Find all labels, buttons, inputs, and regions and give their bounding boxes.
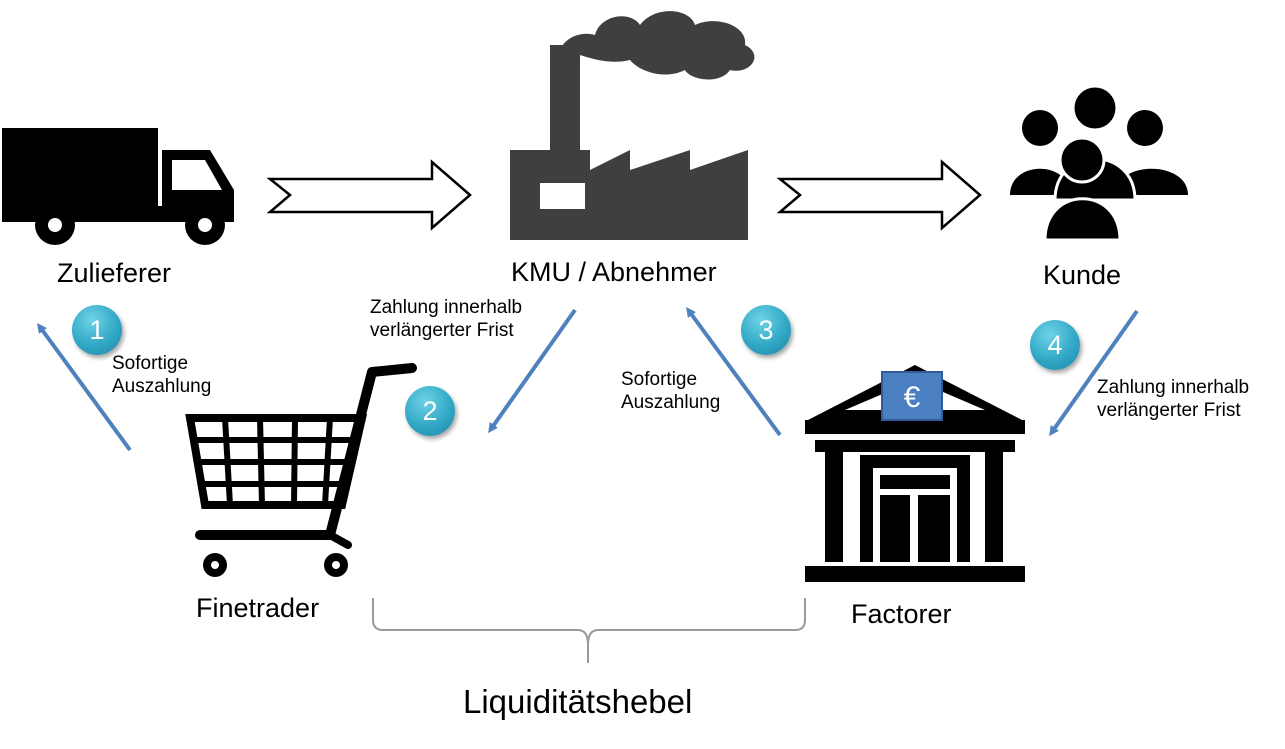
euro-symbol: € xyxy=(881,371,943,421)
step-3-text-line2: Auszahlung xyxy=(621,391,721,413)
step-badge-1: 1 xyxy=(72,305,122,355)
label-kmu-abnehmer: KMU / Abnehmer xyxy=(511,257,717,287)
step-3-text-line1: Sofortige xyxy=(621,369,698,390)
payment-arrow-3 xyxy=(686,306,782,437)
step-4-text-line2: verlängerter Frist xyxy=(1097,399,1241,421)
label-liquiditaetshebel: Liquiditätshebel xyxy=(463,683,693,720)
payment-arrow-4 xyxy=(1049,309,1139,437)
label-zulieferer: Zulieferer xyxy=(57,258,172,288)
label-finetrader: Finetrader xyxy=(196,593,320,623)
step-2-text: Zahlung innerhalb verlängerter Frist xyxy=(370,297,522,343)
step-badge-3: 3 xyxy=(741,305,791,355)
shopping-cart-icon xyxy=(185,363,417,577)
label-kunde: Kunde xyxy=(1043,260,1122,290)
flow-arrow-factory-to-customer xyxy=(776,159,982,231)
step-1-text-line1: Sofortige xyxy=(112,353,189,374)
payment-arrow-2 xyxy=(488,308,577,434)
step-1-text: Sofortige Auszahlung xyxy=(112,353,211,399)
step-1-text-line2: Auszahlung xyxy=(112,375,212,397)
payment-arrow-1 xyxy=(37,322,132,452)
step-badge-4: 4 xyxy=(1030,320,1080,370)
truck-icon xyxy=(2,128,234,245)
bank-icon xyxy=(805,365,1025,582)
label-factorer: Factorer xyxy=(851,599,952,629)
step-4-text: Zahlung innerhalb verlängerter Frist xyxy=(1097,377,1249,423)
step-3-text: Sofortige Auszahlung xyxy=(621,369,720,415)
people-icon xyxy=(1010,84,1188,242)
step-2-text-line1: Zahlung innerhalb xyxy=(370,297,523,318)
liquidity-brace xyxy=(372,598,806,663)
factory-icon xyxy=(510,11,755,240)
step-2-text-line2: verlängerter Frist xyxy=(370,319,514,341)
step-4-text-line1: Zahlung innerhalb xyxy=(1097,377,1250,398)
flow-arrow-truck-to-factory xyxy=(266,159,472,231)
step-badge-2: 2 xyxy=(405,386,455,436)
